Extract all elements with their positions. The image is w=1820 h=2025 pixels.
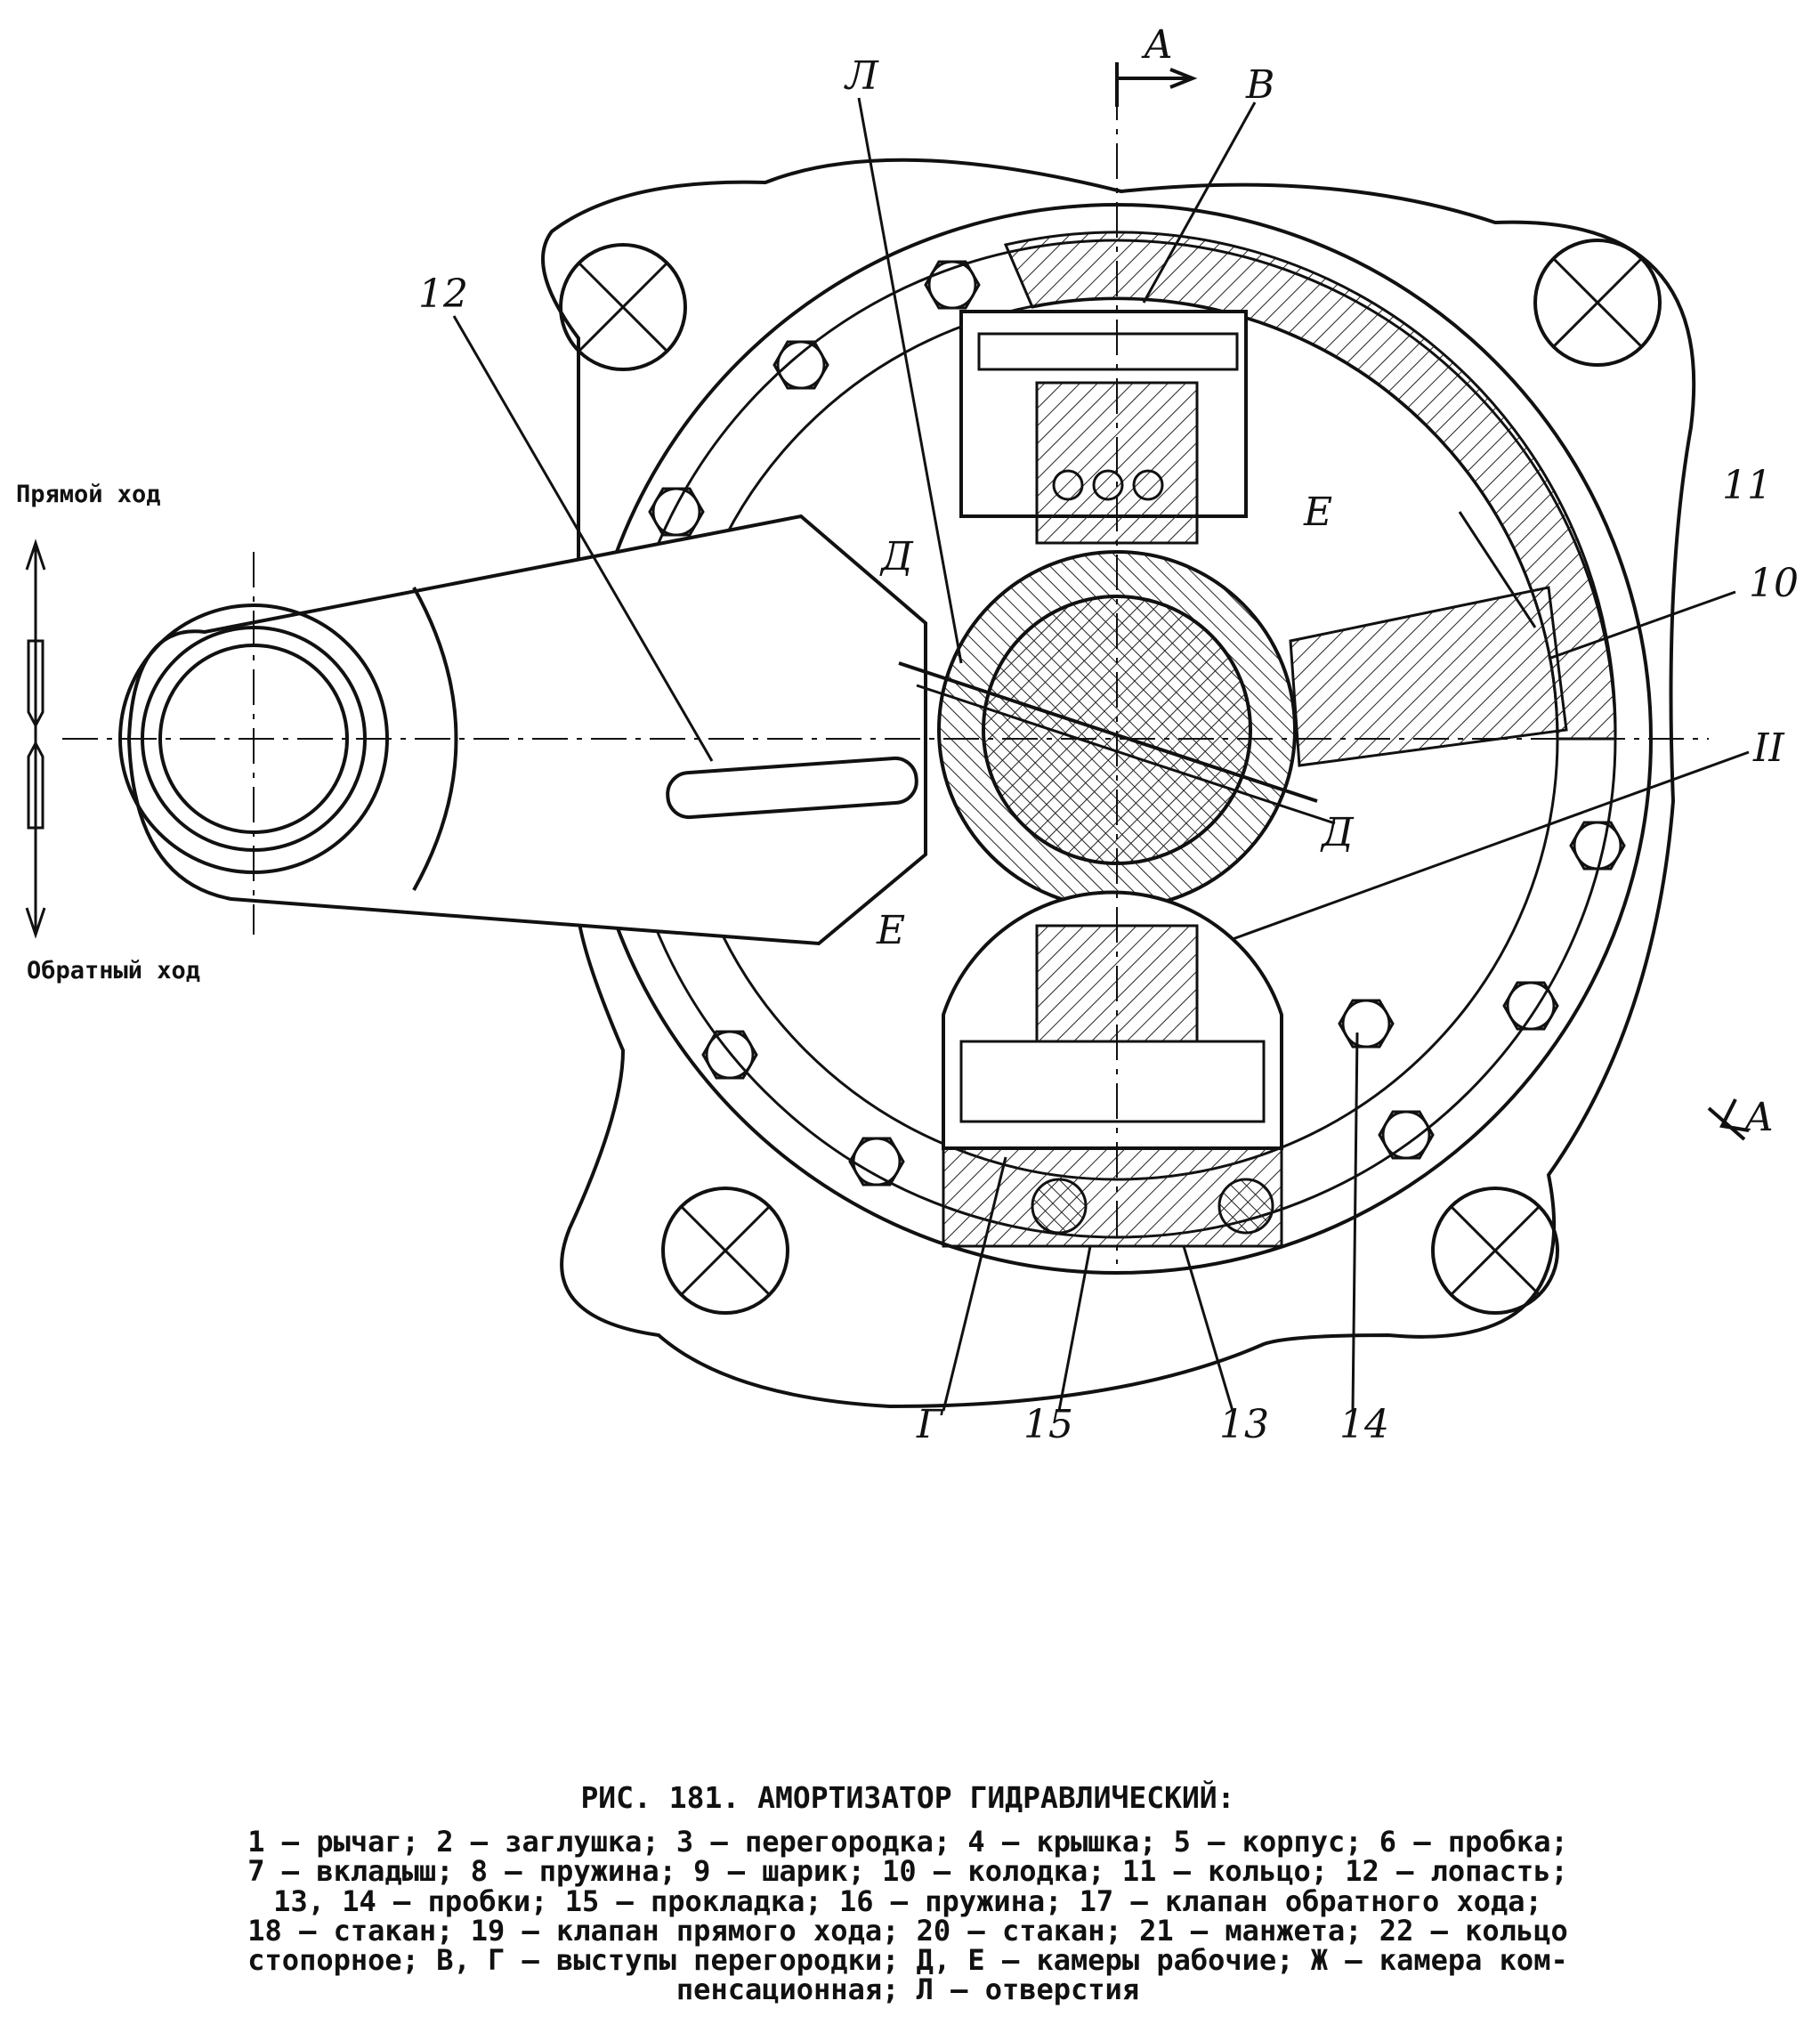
callout-13: 13 [1219,1402,1269,1447]
callout-ii: II [1752,725,1785,771]
callout-d-lower: Д [1320,810,1355,855]
vane-right [1289,586,1568,767]
figure-caption: РИС. 181. АМОРТИЗАТОР ГИДРАВЛИЧЕСКИЙ: 1 … [107,1780,1709,2005]
lever-arm [118,514,927,946]
reverse-stroke-label: Обратный ход [27,957,201,984]
callout-e-upper: Е [1303,490,1332,535]
caption-line: пенсационная; Л – отверстия [675,1972,1140,2007]
mounting-hole-top-right [1533,239,1662,367]
shock-absorber-drawing: А Л В 12 11 10 II Д Е Е Д А Г 15 13 14 [25,22,1799,1447]
centre-lines [62,85,1709,1264]
caption-legend: 1 – рычаг; 2 – заглушка; 3 – перегородка… [107,1827,1709,2005]
leader-lines [452,97,1750,1412]
section-marker-right [1707,1098,1750,1141]
mounting-hole-bottom-left [661,1187,789,1315]
callout-11: 11 [1722,463,1772,508]
caption-line: 18 – стакан; 19 – клапан прямого хода; 2… [247,1913,1568,1948]
callout-section-a-right: А [1742,1095,1774,1140]
callout-g: Г [916,1402,944,1447]
callout-v: В [1245,62,1274,108]
stroke-direction-arrows [25,539,46,939]
callout-d-upper: Д [879,534,914,579]
caption-title: РИС. 181. АМОРТИЗАТОР ГИДРАВЛИЧЕСКИЙ: [580,1780,1235,1815]
valve-block-top [959,310,1248,545]
callout-e-lower: Е [876,908,905,953]
callout-section-a: А [1141,22,1173,68]
valve-block-bottom [942,890,1283,1248]
callout-14: 14 [1339,1402,1389,1447]
callout-12: 12 [418,271,468,317]
callout-10: 10 [1749,561,1799,606]
caption-line: 1 – рычаг; 2 – заглушка; 3 – перегородка… [247,1825,1568,1859]
callout-l: Л [844,53,879,99]
caption-line: 13, 14 – пробки; 15 – прокладка; 16 – пр… [273,1883,1542,1918]
caption-line: 7 – вкладыш; 8 – пружина; 9 – шарик; 10 … [247,1854,1568,1889]
bolt-ring [648,260,1626,1187]
mounting-hole-bottom-right [1431,1187,1559,1315]
section-marker-top [1115,62,1198,107]
caption-line: стопорное; В, Г – выступы перегородки; Д… [247,1943,1568,1978]
callout-15: 15 [1023,1402,1073,1447]
forward-stroke-label: Прямой ход [16,481,161,508]
callout-labels: А Л В 12 11 10 II Д Е Е Д А Г 15 13 14 [418,22,1799,1447]
mounting-hole-top-left [559,243,687,371]
